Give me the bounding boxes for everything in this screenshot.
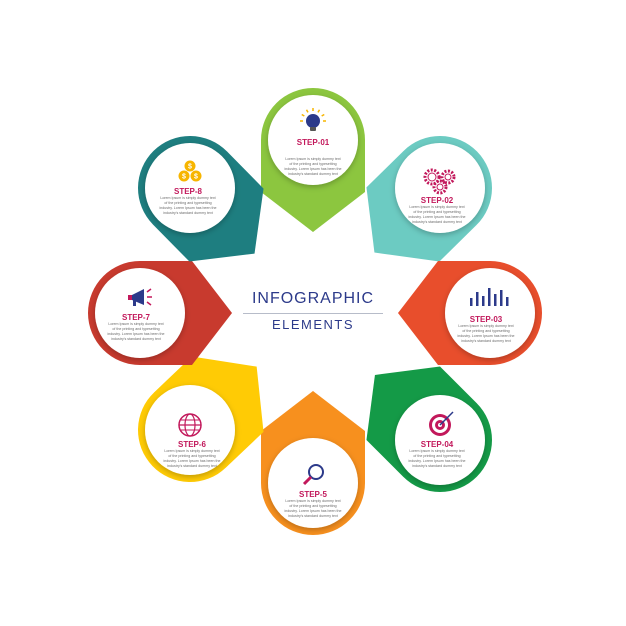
card-circle bbox=[445, 268, 535, 358]
coins-icon: $$$ bbox=[178, 160, 202, 182]
bar-chart-icon bbox=[470, 288, 509, 306]
step-label: STEP-04 bbox=[421, 440, 454, 449]
step-label: STEP-7 bbox=[122, 313, 151, 322]
globe-icon bbox=[178, 413, 202, 437]
svg-text:$: $ bbox=[188, 164, 192, 171]
target-icon bbox=[429, 411, 454, 436]
card-circle bbox=[395, 143, 485, 233]
step-label: STEP-01 bbox=[297, 138, 330, 147]
step-label: STEP-6 bbox=[178, 440, 207, 449]
megaphone-icon bbox=[128, 288, 152, 306]
center-subtitle: ELEMENTS bbox=[271, 317, 355, 332]
step-label: STEP-03 bbox=[470, 315, 503, 324]
center-divider bbox=[243, 313, 383, 314]
lightbulb-icon bbox=[300, 108, 326, 131]
card-circle bbox=[95, 268, 185, 358]
svg-text:$: $ bbox=[182, 174, 186, 181]
step-label: STEP-5 bbox=[299, 490, 328, 499]
magnifier-icon bbox=[302, 464, 324, 486]
card-circle bbox=[268, 95, 358, 185]
card-circle bbox=[268, 438, 358, 528]
gears-icon bbox=[423, 168, 456, 195]
step-label: STEP-8 bbox=[174, 187, 203, 196]
step-label: STEP-02 bbox=[421, 196, 454, 205]
card-circle bbox=[395, 395, 485, 485]
svg-text:$: $ bbox=[194, 174, 198, 181]
center-title: INFOGRAPHIC bbox=[251, 290, 375, 307]
card-circle bbox=[145, 143, 235, 233]
